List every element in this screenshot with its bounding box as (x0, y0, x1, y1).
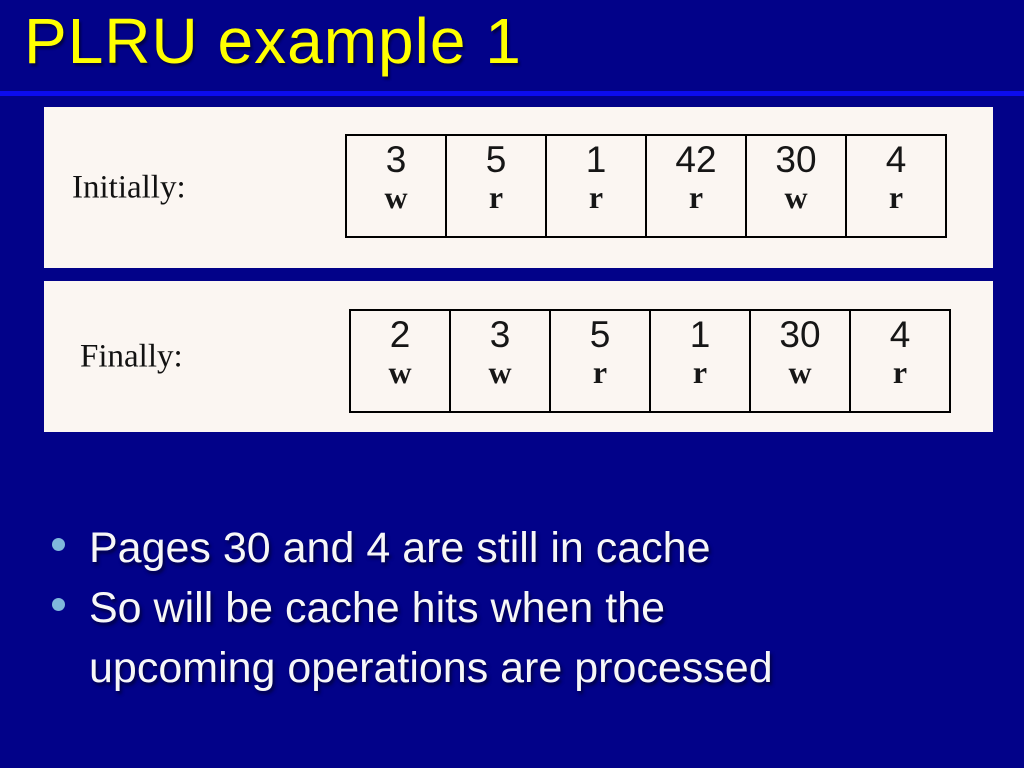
cache-operation: r (892, 353, 908, 390)
bullet-item: Pages 30 and 4 are still in cache (44, 518, 824, 578)
cache-cell: 3 w (449, 311, 549, 411)
cache-page-number: 3 (385, 139, 407, 180)
initial-panel-label: Initially: (72, 169, 186, 205)
bullet-text: Pages 30 and 4 are still in cache (89, 518, 711, 578)
cache-operation: r (488, 178, 504, 215)
final-cache-table: 2 w 3 w 5 r 1 r 30 w 4 r (349, 309, 951, 413)
cache-page-number: 5 (485, 139, 507, 180)
cache-page-number: 1 (689, 314, 711, 355)
initial-cache-table: 3 w 5 r 1 r 42 r 30 w 4 r (345, 134, 947, 238)
cache-cell: 4 r (845, 136, 945, 236)
cache-cell: 4 r (849, 311, 949, 411)
bullet-item: So will be cache hits when the upcoming … (44, 578, 824, 698)
cache-page-number: 2 (389, 314, 411, 355)
cache-page-number: 3 (489, 314, 511, 355)
bullet-line: So will be cache hits when the (89, 584, 666, 632)
slide-title: PLRU example 1 (24, 5, 522, 77)
cache-page-number: 5 (589, 314, 611, 355)
cache-operation: r (588, 178, 604, 215)
cache-cell: 30 w (745, 136, 845, 236)
bullet-dot-icon (52, 598, 65, 611)
initial-cache-panel: Initially: 3 w 5 r 1 r 42 r 30 w (44, 107, 993, 268)
cache-operation: r (692, 353, 708, 390)
cache-operation: w (384, 178, 408, 215)
cache-page-number: 4 (889, 314, 911, 355)
cache-operation: r (888, 178, 904, 215)
cache-operation: w (784, 178, 808, 215)
cache-page-number: 4 (885, 139, 907, 180)
bullet-dot-icon (52, 538, 65, 551)
bullet-line: Pages 30 and 4 are still in cache (89, 524, 711, 572)
final-panel-label: Finally: (80, 338, 183, 374)
cache-cell: 3 w (347, 136, 445, 236)
cache-cell: 1 r (545, 136, 645, 236)
cache-operation: w (388, 353, 412, 390)
cache-page-number: 42 (675, 139, 717, 180)
bullet-list: Pages 30 and 4 are still in cache So wil… (44, 518, 824, 698)
cache-cell: 30 w (749, 311, 849, 411)
cache-cell: 5 r (549, 311, 649, 411)
cache-operation: r (592, 353, 608, 390)
cache-page-number: 30 (775, 139, 817, 180)
final-cache-panel: Finally: 2 w 3 w 5 r 1 r 30 w (44, 281, 993, 432)
cache-cell: 42 r (645, 136, 745, 236)
cache-operation: w (788, 353, 812, 390)
cache-page-number: 30 (779, 314, 821, 355)
title-underline-rule (0, 91, 1024, 96)
cache-cell: 1 r (649, 311, 749, 411)
cache-page-number: 1 (585, 139, 607, 180)
cache-cell: 2 w (351, 311, 449, 411)
cache-cell: 5 r (445, 136, 545, 236)
cache-operation: r (688, 178, 704, 215)
bullet-line: upcoming operations are processed (89, 644, 773, 692)
bullet-text: So will be cache hits when the upcoming … (89, 578, 773, 698)
cache-operation: w (488, 353, 512, 390)
